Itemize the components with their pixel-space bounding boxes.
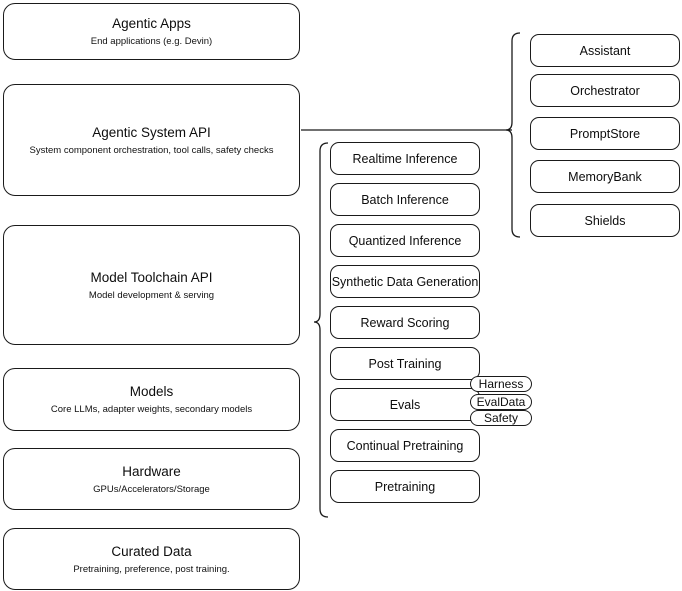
layer-title: Hardware [122, 463, 181, 479]
layer-agentic-system-api[interactable]: Agentic System API System component orch… [3, 84, 300, 196]
layer-subtitle: System component orchestration, tool cal… [29, 144, 274, 156]
layer-models[interactable]: Models Core LLMs, adapter weights, secon… [3, 368, 300, 431]
toolchain-item-continual-pretraining[interactable]: Continual Pretraining [330, 429, 480, 462]
layer-hardware[interactable]: Hardware GPUs/Accelerators/Storage [3, 448, 300, 510]
chip-label: Continual Pretraining [346, 438, 464, 453]
chip-label: PromptStore [569, 126, 641, 141]
toolchain-item-quantized-inference[interactable]: Quantized Inference [330, 224, 480, 257]
layer-curated-data[interactable]: Curated Data Pretraining, preference, po… [3, 528, 300, 590]
toolchain-item-synthetic-data-generation[interactable]: Synthetic Data Generation [330, 265, 480, 298]
toolchain-item-pretraining[interactable]: Pretraining [330, 470, 480, 503]
chip-label: Assistant [579, 43, 631, 58]
layer-title: Models [129, 384, 174, 399]
system-item-shields[interactable]: Shields [530, 204, 680, 237]
toolchain-item-evals[interactable]: Evals [330, 388, 480, 421]
chip-label: Synthetic Data Generation [331, 274, 479, 289]
pill-label: Safety [483, 411, 519, 425]
chip-label: Shields [584, 213, 626, 228]
layer-subtitle: Core LLMs, adapter weights, secondary mo… [50, 404, 253, 415]
layer-agentic-apps[interactable]: Agentic Apps End applications (e.g. Devi… [3, 3, 300, 60]
toolchain-item-realtime-inference[interactable]: Realtime Inference [330, 142, 480, 175]
toolchain-item-reward-scoring[interactable]: Reward Scoring [330, 306, 480, 339]
chip-label: Quantized Inference [348, 233, 462, 248]
pill-label: EvalData [476, 395, 526, 409]
layer-title: Agentic Apps [112, 16, 191, 31]
toolchain-item-batch-inference[interactable]: Batch Inference [330, 183, 480, 216]
layer-title: Model Toolchain API [90, 269, 213, 285]
chip-label: MemoryBank [568, 169, 642, 184]
chip-label: Post Training [368, 356, 442, 371]
toolchain-item-post-training[interactable]: Post Training [330, 347, 480, 380]
pill-label: Harness [478, 377, 524, 391]
layer-title: Agentic System API [92, 124, 211, 140]
evals-subcomponent-safety[interactable]: Safety [470, 410, 532, 426]
chip-label: Evals [389, 397, 421, 412]
chip-label: Batch Inference [361, 192, 449, 207]
chip-label: Reward Scoring [360, 315, 450, 330]
chip-label: Pretraining [374, 479, 436, 494]
layer-subtitle: End applications (e.g. Devin) [90, 36, 213, 47]
system-item-assistant[interactable]: Assistant [530, 34, 680, 67]
layer-subtitle: Model development & serving [88, 289, 215, 301]
evals-subcomponent-evaldata[interactable]: EvalData [470, 394, 532, 410]
layer-subtitle: GPUs/Accelerators/Storage [93, 483, 210, 495]
system-item-orchestrator[interactable]: Orchestrator [530, 74, 680, 107]
chip-label: Orchestrator [570, 83, 640, 98]
layer-model-toolchain-api[interactable]: Model Toolchain API Model development & … [3, 225, 300, 345]
system-item-promptstore[interactable]: PromptStore [530, 117, 680, 150]
layer-subtitle: Pretraining, preference, post training. [73, 563, 230, 575]
chip-label: Realtime Inference [352, 151, 458, 166]
layer-title: Curated Data [111, 543, 192, 559]
evals-subcomponent-harness[interactable]: Harness [470, 376, 532, 392]
system-item-memorybank[interactable]: MemoryBank [530, 160, 680, 193]
